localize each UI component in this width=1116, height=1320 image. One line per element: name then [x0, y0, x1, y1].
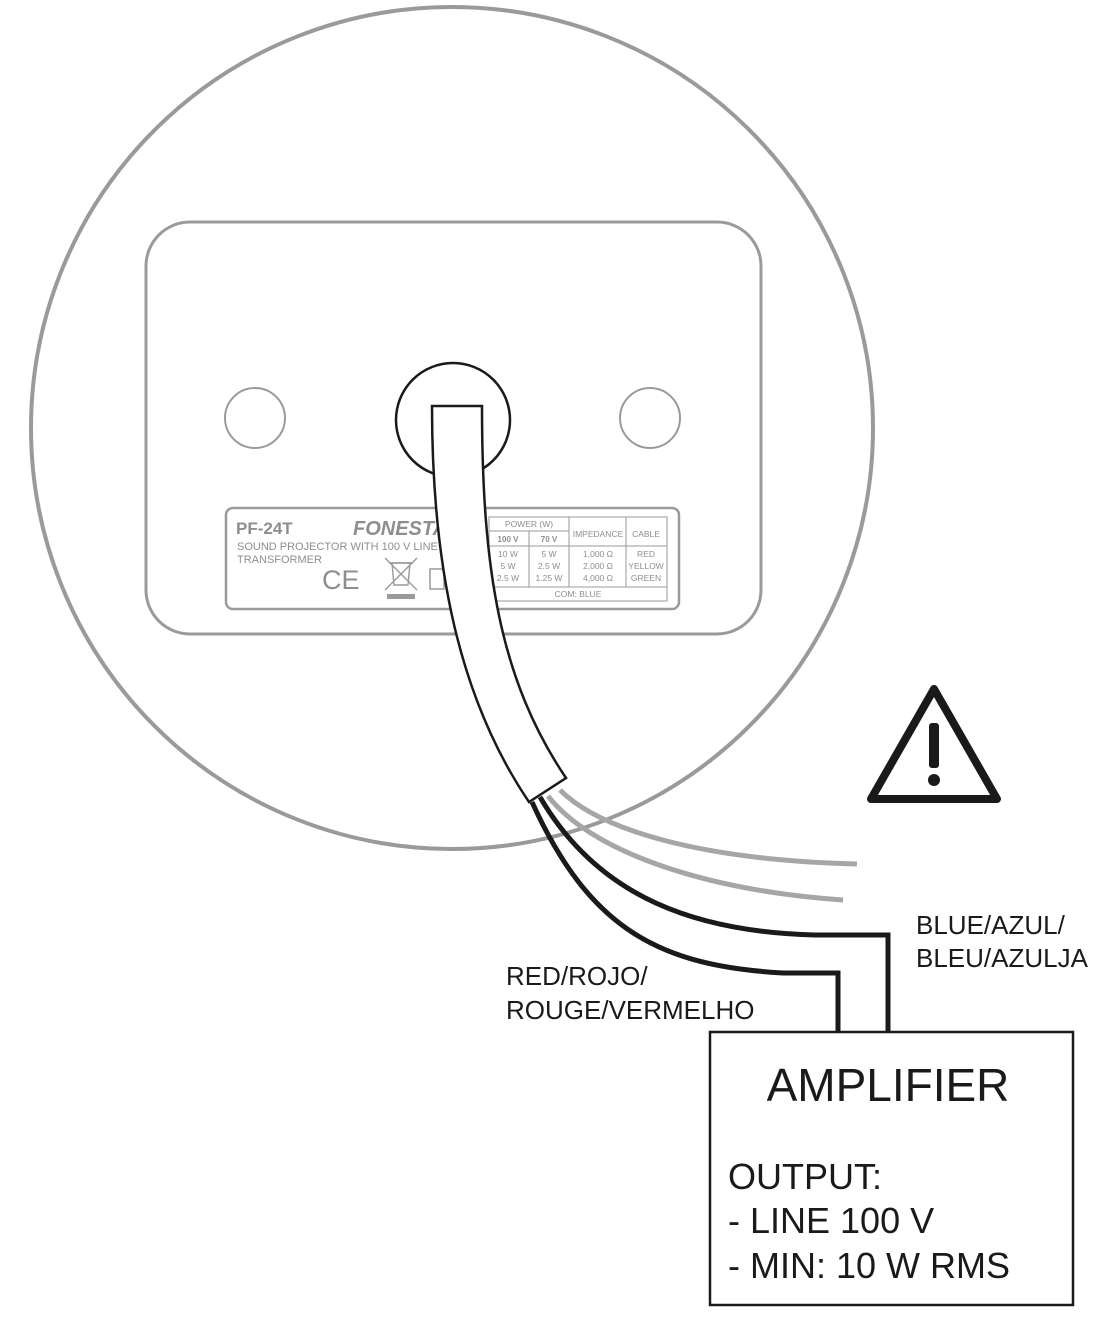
row3-cable: GREEN	[631, 573, 661, 583]
col-70v-header: 70 V	[541, 535, 558, 544]
row1-p100: 10 W	[498, 549, 518, 559]
wire-red	[529, 800, 841, 1031]
model-name: PF-24T	[236, 519, 293, 538]
row1-p70: 5 W	[541, 549, 556, 559]
wire-blue	[537, 795, 891, 1031]
wire-gray-1	[558, 788, 858, 867]
common-wire: COM: BLUE	[555, 589, 602, 599]
amplifier-box: AMPLIFIER OUTPUT: - LINE 100 V - MIN: 10…	[708, 1030, 1075, 1307]
amplifier-power-spec: - MIN: 10 W RMS	[728, 1245, 1010, 1286]
crossed-bin-icon	[384, 557, 418, 599]
wire-gray-2	[546, 794, 844, 903]
row2-p70: 2.5 W	[538, 561, 560, 571]
impedance-header: IMPEDANCE	[573, 529, 624, 539]
row3-p100: 2.5 W	[497, 573, 519, 583]
warning-triangle-icon	[867, 685, 1001, 803]
row1-cable: RED	[637, 549, 655, 559]
plate-description-1: SOUND PROJECTOR WITH 100 V LINE	[237, 541, 438, 553]
mount-hole-right	[619, 387, 681, 449]
amplifier-line-spec: - LINE 100 V	[728, 1200, 934, 1241]
row3-impedance: 4,000 Ω	[583, 573, 613, 583]
power-header: POWER (W)	[505, 519, 553, 529]
brand-logo: FONESTAR	[353, 518, 462, 540]
blue-wire-label-1: BLUE/AZUL/	[916, 910, 1066, 940]
cable-header: CABLE	[632, 529, 660, 539]
row2-impedance: 2,000 Ω	[583, 561, 613, 571]
spec-table	[488, 516, 668, 602]
row1-impedance: 1,000 Ω	[583, 549, 613, 559]
speaker-cable	[430, 404, 568, 804]
amplifier-title: AMPLIFIER	[767, 1059, 1010, 1111]
mounting-plate	[144, 220, 763, 636]
red-wire-label-1: RED/ROJO/	[506, 961, 648, 991]
col-100v-header: 100 V	[498, 535, 520, 544]
row3-p70: 1.25 W	[536, 573, 563, 583]
blue-wire-label-2: BLEU/AZULJA	[916, 943, 1089, 973]
red-wire-label-2: ROUGE/VERMELHO	[506, 995, 755, 1025]
plate-description-2: TRANSFORMER	[237, 554, 322, 566]
amplifier-output-label: OUTPUT:	[728, 1156, 882, 1197]
ce-mark: CE	[322, 565, 360, 595]
mount-hole-left	[224, 387, 286, 449]
row2-p100: 5 W	[500, 561, 515, 571]
row2-cable: YELLOW	[628, 561, 663, 571]
